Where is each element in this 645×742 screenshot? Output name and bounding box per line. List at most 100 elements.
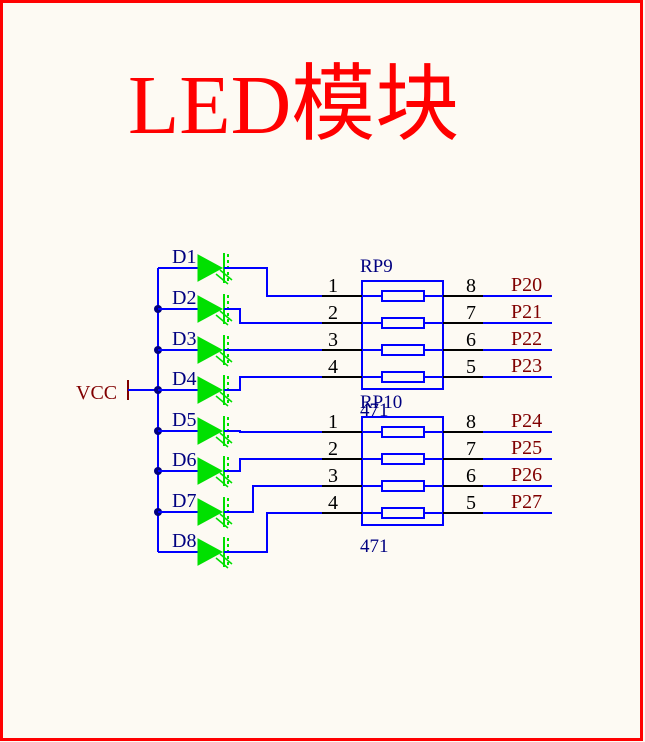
- led-diode-symbol: [197, 457, 224, 485]
- resistor-symbol: [381, 371, 425, 383]
- resistor-symbol: [381, 317, 425, 329]
- led-designator: D6: [172, 449, 196, 471]
- resistor-symbol: [381, 426, 425, 438]
- led-diode-symbol: [197, 336, 224, 364]
- led-light-arrow: [219, 310, 233, 322]
- led-light-arrow: [219, 472, 233, 484]
- net-p20: P20: [483, 274, 552, 297]
- led-light-arrow: [215, 517, 229, 529]
- led-light-arrow: [215, 314, 229, 326]
- led-cathode-wire: [224, 267, 322, 297]
- net-p26: P26: [483, 464, 552, 487]
- pin-number-right: 7: [466, 438, 476, 460]
- resistor-pack-value: 471: [360, 536, 389, 557]
- led-d8: D8: [158, 512, 322, 569]
- led-d5: D5: [154, 409, 322, 448]
- net-label: P22: [511, 328, 542, 350]
- led-light-arrow: [219, 391, 233, 403]
- pin-number-right: 8: [466, 411, 476, 433]
- net-label: P23: [511, 355, 542, 377]
- led-d1: D1: [158, 246, 322, 297]
- led-light-arrow: [219, 351, 233, 363]
- pin-number-left: 2: [328, 302, 338, 324]
- led-diode-symbol: [197, 538, 224, 566]
- led-light-arrow: [215, 355, 229, 367]
- pin-number-left: 4: [328, 356, 338, 378]
- net-label: P27: [511, 491, 542, 513]
- resistor-pack-designator: RP10: [360, 392, 402, 413]
- pin-number-right: 8: [466, 275, 476, 297]
- led-light-arrow: [215, 436, 229, 448]
- net-label: P24: [511, 410, 542, 432]
- resistor-symbol: [381, 480, 425, 492]
- led-d2: D2: [154, 287, 322, 326]
- net-p24: P24: [483, 410, 552, 433]
- led-diode-symbol: [197, 498, 224, 526]
- led-cathode-wire: [224, 458, 322, 472]
- pin-number-right: 5: [466, 356, 476, 378]
- led-light-arrow: [219, 513, 233, 525]
- net-label: P26: [511, 464, 542, 486]
- led-designator: D7: [172, 490, 196, 512]
- led-light-arrow: [215, 557, 229, 569]
- led-diode-symbol: [197, 254, 224, 282]
- pin-number-left: 1: [328, 411, 338, 433]
- net-p25: P25: [483, 437, 552, 460]
- pin-number-left: 2: [328, 438, 338, 460]
- resistor-pack-body: [361, 280, 444, 390]
- led-diode-symbol: [197, 417, 224, 445]
- led-designator: D1: [172, 246, 196, 268]
- led-designator: D3: [172, 328, 196, 350]
- resistor-symbol: [381, 453, 425, 465]
- net-p22: P22: [483, 328, 552, 351]
- led-light-arrow: [215, 273, 229, 285]
- net-p23: P23: [483, 355, 552, 378]
- resistor-pack-value: 471: [360, 400, 389, 421]
- net-label: P25: [511, 437, 542, 459]
- led-designator: D8: [172, 530, 196, 552]
- led-d3: D3: [154, 328, 322, 367]
- sheet-title: LED模块: [128, 59, 459, 152]
- pin-number-right: 6: [466, 329, 476, 351]
- pin-number-right: 5: [466, 492, 476, 514]
- led-cathode-wire: [224, 376, 322, 391]
- led-diode-symbol: [197, 376, 224, 404]
- resistor-symbol: [381, 344, 425, 356]
- led-designator: D5: [172, 409, 196, 431]
- vcc-label: VCC: [76, 382, 117, 404]
- resistor-symbol: [381, 290, 425, 302]
- led-designator: D4: [172, 368, 196, 390]
- resistor-pack-designator: RP9: [360, 256, 393, 277]
- pin-number-left: 3: [328, 465, 338, 487]
- resistor-pack-body: [361, 416, 444, 526]
- pin-number-left: 4: [328, 492, 338, 514]
- led-cathode-wire: [224, 430, 322, 433]
- pin-number-right: 7: [466, 302, 476, 324]
- led-d6: D6: [154, 449, 322, 488]
- led-designator: D2: [172, 287, 196, 309]
- led-light-arrow: [219, 269, 233, 281]
- pin-number-left: 3: [328, 329, 338, 351]
- vcc-port: VCC: [76, 380, 158, 404]
- net-label: P20: [511, 274, 542, 296]
- led-cathode-wire: [224, 512, 322, 553]
- led-light-arrow: [215, 395, 229, 407]
- led-d7: D7: [154, 485, 322, 529]
- led-cathode-wire: [224, 308, 322, 324]
- led-light-arrow: [219, 432, 233, 444]
